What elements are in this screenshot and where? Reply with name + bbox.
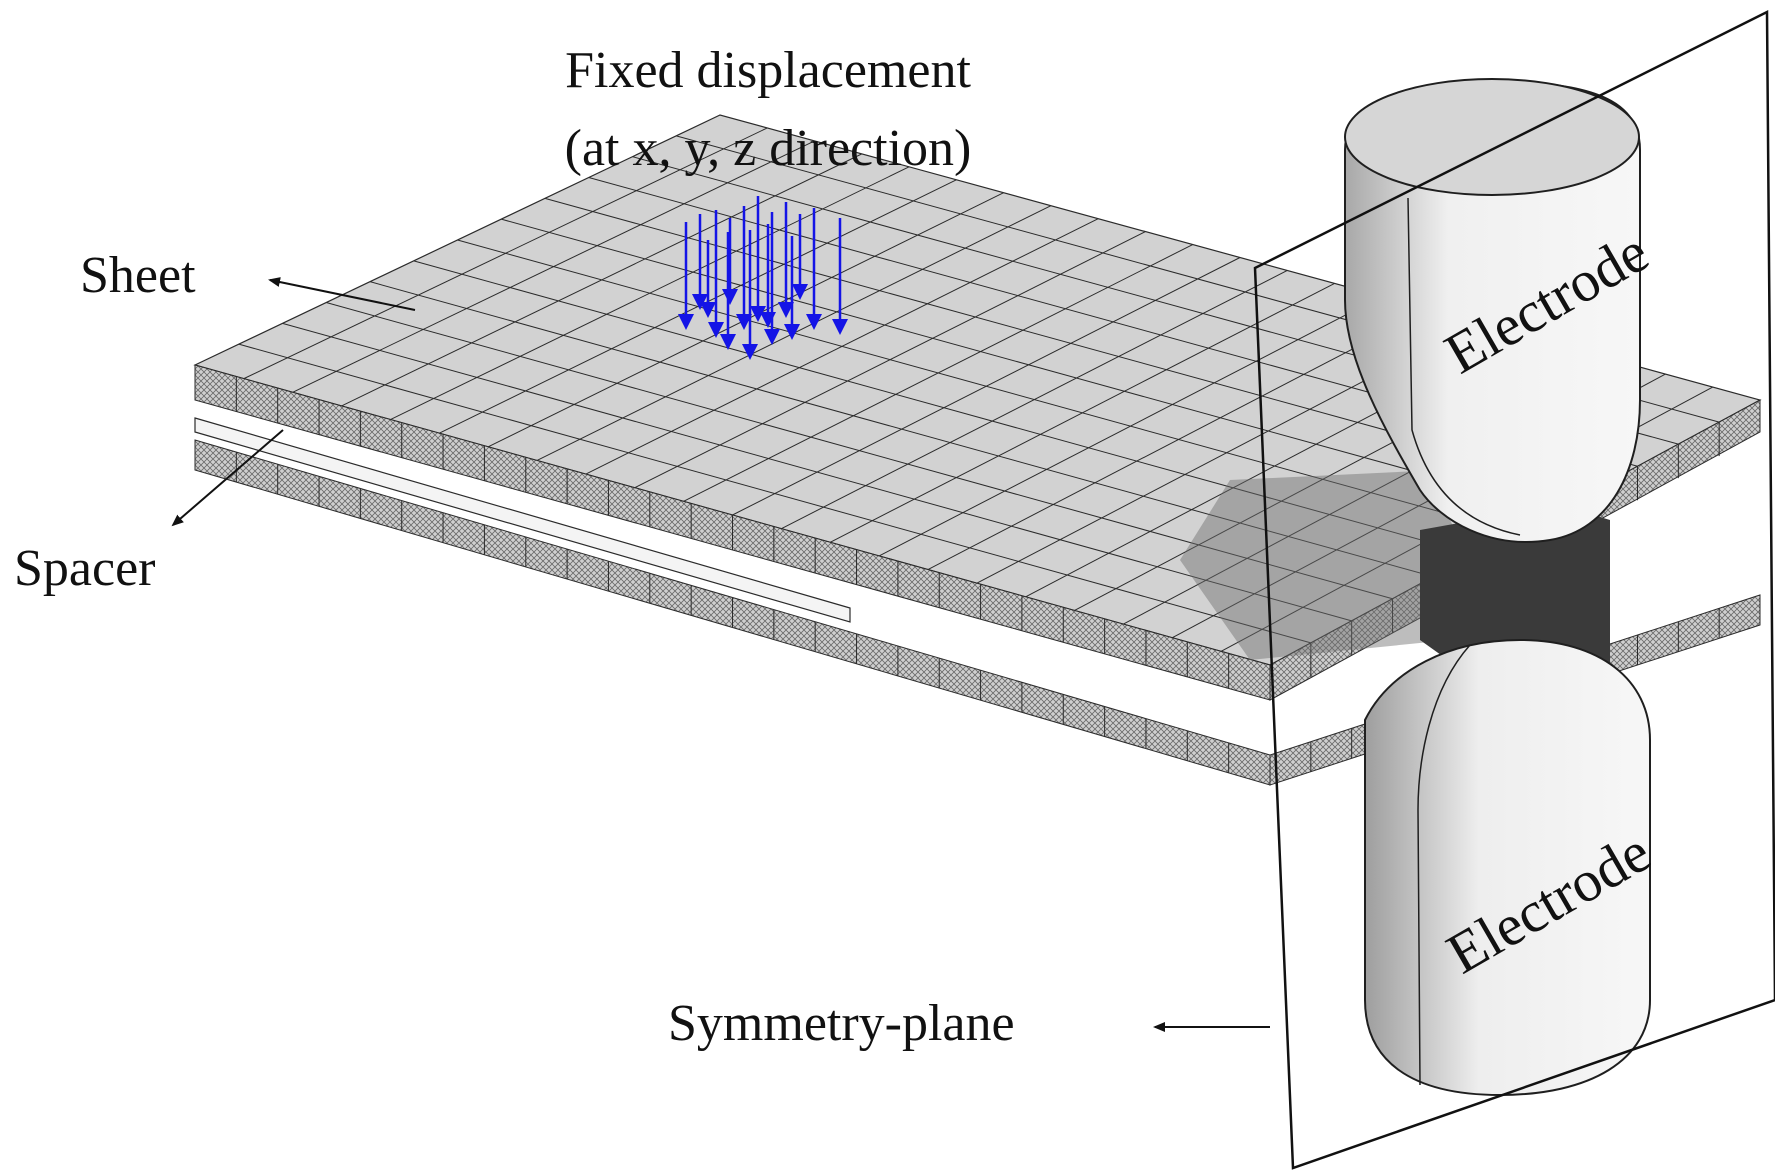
displacement-arrow-head <box>784 324 800 340</box>
bottom-electrode <box>1364 638 1651 1097</box>
symmetry-plane-label: Symmetry-plane <box>668 995 1015 1052</box>
dense-weld-mesh <box>1180 470 1470 660</box>
mesh-line <box>457 239 1516 533</box>
sheet-label: Sheet <box>80 247 196 304</box>
displacement-arrow-head <box>722 289 738 305</box>
displacement-arrow-head <box>760 312 776 328</box>
displacement-arrow-head <box>806 314 822 330</box>
top-electrode-cap <box>1344 78 1640 196</box>
top-electrode-edge <box>1407 197 1521 536</box>
mesh-line <box>501 218 1556 511</box>
displacement-arrow-head <box>792 284 808 300</box>
displacement-arrow-head <box>720 334 736 350</box>
mesh-line <box>326 302 1393 600</box>
displacement-arrow-head <box>700 302 716 318</box>
displacement-arrow-head <box>742 344 758 360</box>
symmetry-plane <box>1253 9 1775 1170</box>
spacer <box>194 417 851 623</box>
displacement-arrow-head <box>708 322 724 338</box>
displacement-arrow-head <box>778 302 794 318</box>
mesh-line <box>282 322 1352 622</box>
displacement-arrow-head <box>736 314 752 330</box>
displacement-arrow-head <box>832 319 848 335</box>
displacement-arrow-head <box>764 329 780 345</box>
sheet-side-divisions <box>235 376 1720 773</box>
mesh-line <box>413 260 1475 556</box>
spacer-label: Spacer <box>14 540 155 597</box>
displacement-arrow-head <box>678 314 694 330</box>
mesh-line <box>369 281 1434 578</box>
spacer-leader-arrow <box>171 429 284 527</box>
fixed-displacement-arrows <box>678 196 848 360</box>
fixed-displacement-direction: (at x, y, z direction) <box>565 120 972 177</box>
fixed-displacement-title: Fixed displacement <box>565 42 971 99</box>
displacement-arrow-head <box>750 306 766 322</box>
top-electrode <box>1344 78 1641 543</box>
bottom-electrode-edge <box>1417 644 1471 1086</box>
mesh-line <box>238 343 1311 644</box>
sheet-leader-arrow <box>268 277 416 311</box>
